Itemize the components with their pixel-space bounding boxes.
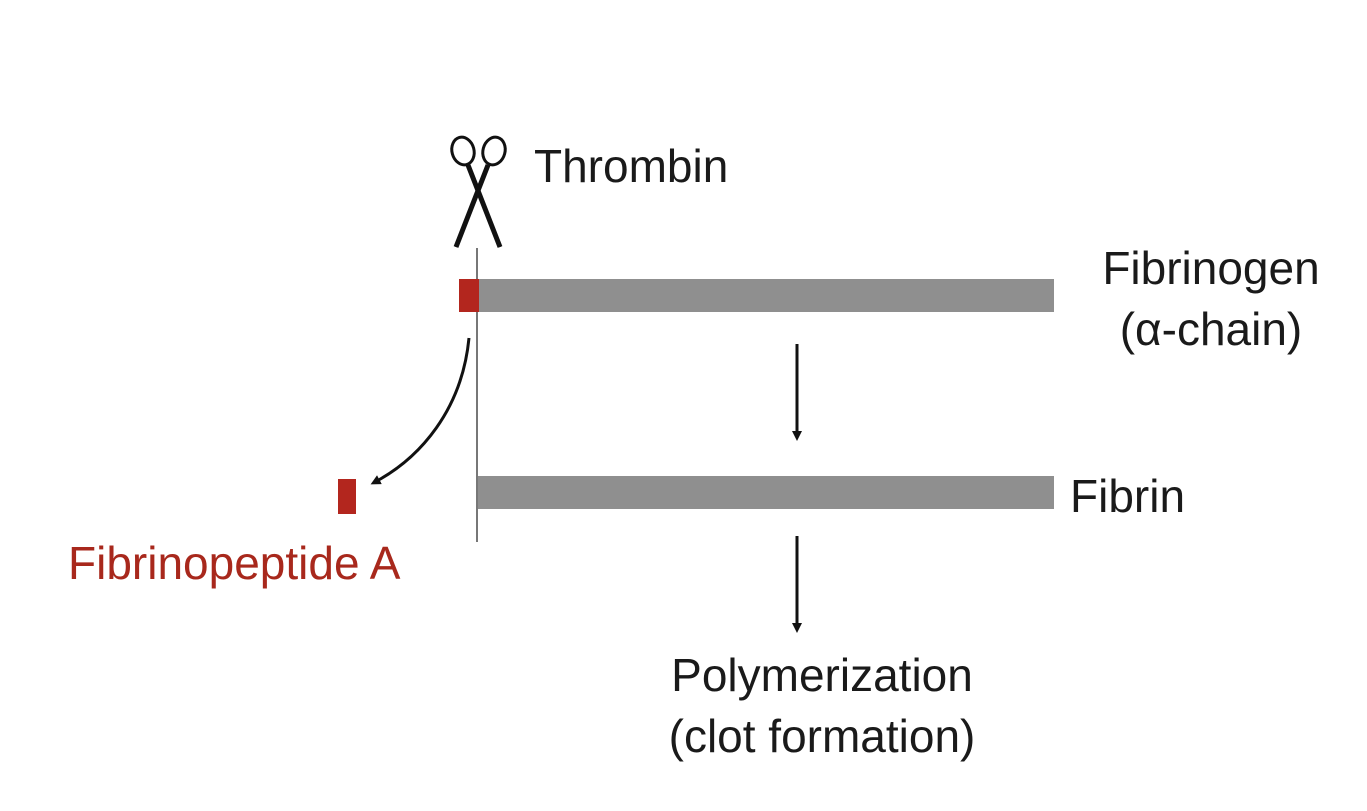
fibrinogen-label-line1: Fibrinogen (1102, 242, 1320, 294)
fibrinogen-chain-bar (478, 279, 1054, 312)
scissors-icon (450, 135, 507, 248)
fibrinopeptide-a-label: Fibrinopeptide A (68, 537, 401, 589)
fibrin-chain-bar (478, 476, 1054, 509)
thrombin-label: Thrombin (534, 140, 729, 192)
polymerization-label: Polymerization (clot formation) (612, 645, 1032, 766)
polymerization-label-line2: (clot formation) (668, 709, 976, 762)
fibrinogen-label: Fibrinogen (α-chain) (1080, 238, 1342, 359)
fibrinopeptide-a-released (338, 479, 356, 514)
polymerization-label-line1: Polymerization (671, 649, 973, 701)
fibrinogen-label-line2: (α-chain) (1119, 302, 1303, 355)
fibrinopeptide-a-attached (459, 279, 479, 312)
release-arrow (370, 337, 471, 485)
fibrin-label: Fibrin (1070, 470, 1186, 522)
